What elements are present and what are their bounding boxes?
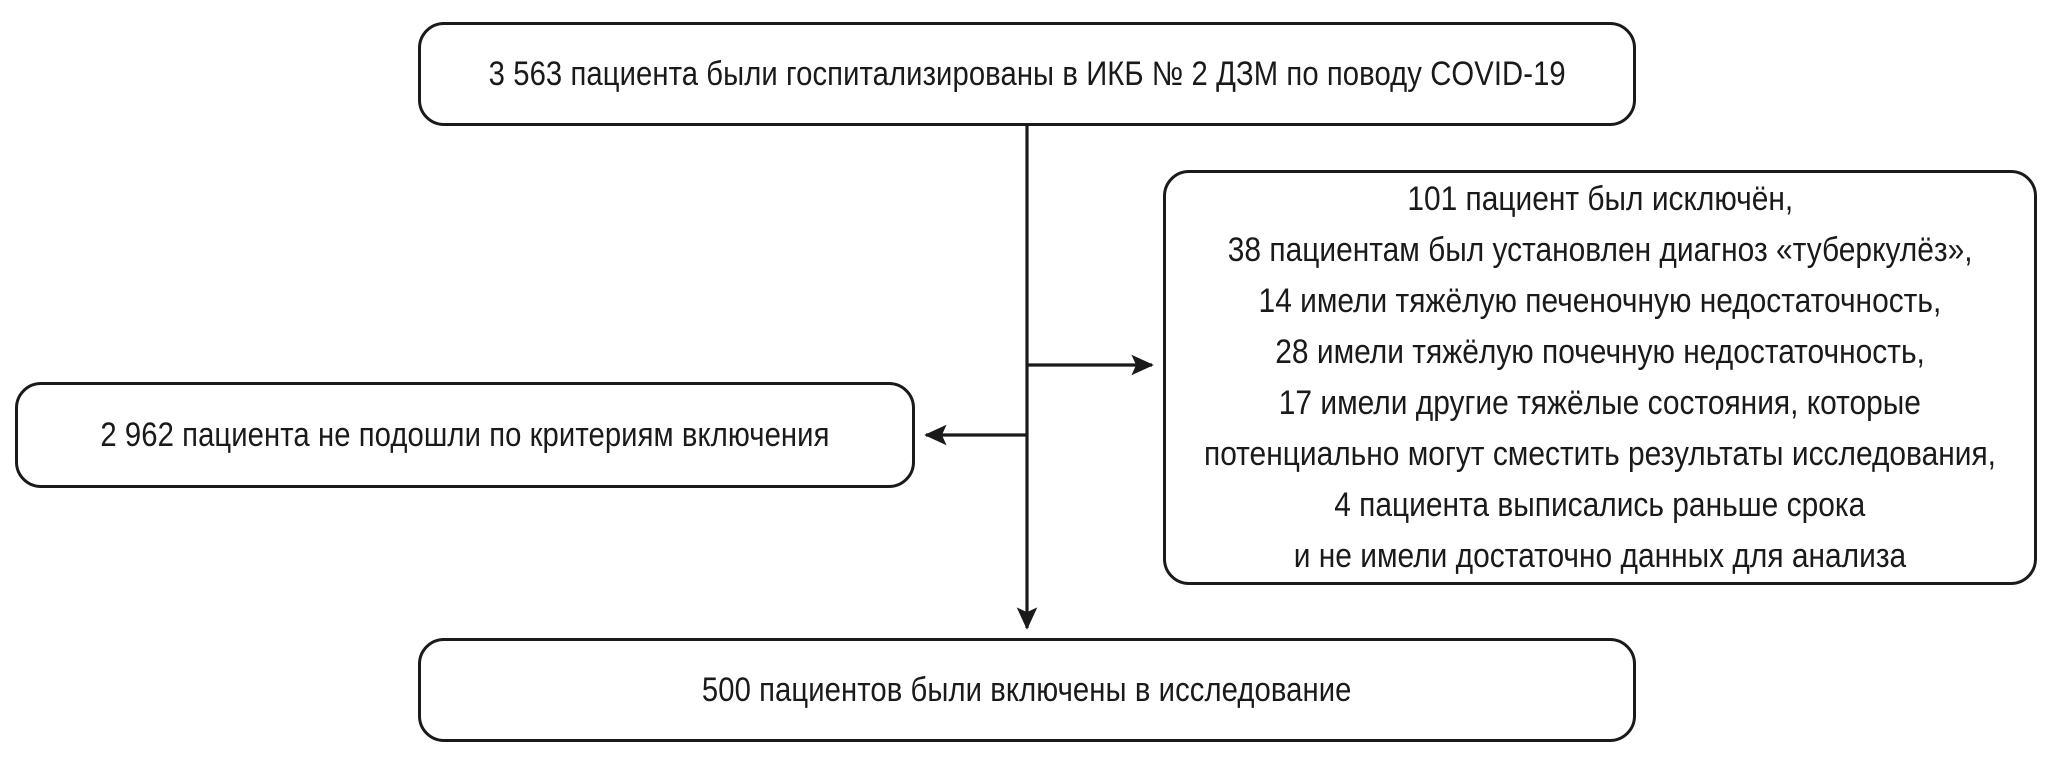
node-excluded: 101 пациент был исключён, 38 пациентам б… <box>1163 170 2037 585</box>
node-excluded-line-8: и не имели достаточно данных для анализа <box>1293 536 1907 575</box>
node-excluded-lines: 101 пациент был исключён, 38 пациентам б… <box>1166 174 2034 582</box>
node-hospitalized-label: 3 563 пациента были госпитализированы в … <box>488 54 1566 93</box>
node-excluded-line-6: потенциально могут сместить результаты и… <box>1204 434 1996 473</box>
node-hospitalized: 3 563 пациента были госпитализированы в … <box>418 22 1636 126</box>
node-not-eligible-label: 2 962 пациента не подошли по критериям в… <box>100 415 830 454</box>
node-not-eligible: 2 962 пациента не подошли по критериям в… <box>15 382 915 488</box>
node-excluded-line-3: 14 имели тяжёлую печеночную недостаточно… <box>1258 281 1942 320</box>
node-excluded-line-2: 38 пациентам был установлен диагноз «туб… <box>1227 230 1973 269</box>
node-excluded-line-7: 4 пациента выписались раньше срока <box>1334 485 1866 524</box>
node-excluded-line-4: 28 имели тяжёлую почечную недостаточност… <box>1275 332 1925 371</box>
node-excluded-line-1: 101 пациент был исключён, <box>1407 179 1793 218</box>
node-excluded-line-5: 17 имели другие тяжёлые состояния, котор… <box>1278 383 1922 422</box>
node-included-label: 500 пациентов были включены в исследован… <box>702 670 1352 709</box>
node-included: 500 пациентов были включены в исследован… <box>418 638 1636 742</box>
